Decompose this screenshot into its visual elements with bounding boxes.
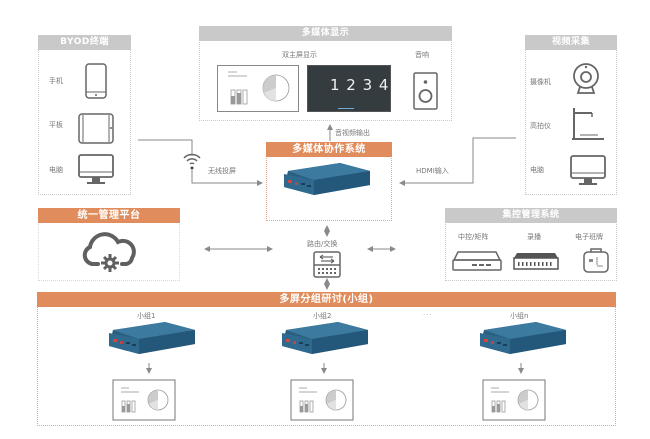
mgmt-title: 统一管理平台 <box>38 208 180 223</box>
display-title: 多媒体显示 <box>199 26 452 41</box>
capture-panel: 视频采集 <box>525 35 617 195</box>
group-1-minipc-icon <box>109 322 195 354</box>
group-1-screen-icon <box>112 379 176 421</box>
core-title: 多媒体协作系统 <box>266 142 392 157</box>
control-item-matrix-label: 中控/矩阵 <box>458 233 489 241</box>
control-panel: 集控管理系统 <box>445 208 617 281</box>
router-label: 路由/交换 <box>307 240 338 248</box>
class-sign-icon <box>583 248 609 273</box>
av-output-arrow <box>327 124 333 141</box>
monitor-icon <box>570 155 606 185</box>
display-panel: 多媒体显示 <box>199 26 452 121</box>
monitor-icon <box>78 154 114 184</box>
speaker-label: 音响 <box>415 51 429 59</box>
byod-item-tablet-label: 平板 <box>49 121 63 129</box>
group-1-label: 小组1 <box>137 312 156 320</box>
group-2-label: 小组2 <box>313 312 332 320</box>
cloud-settings-icon <box>82 232 136 272</box>
control-item-classsign-label: 电子班牌 <box>575 233 603 241</box>
byod-title: BYOD终端 <box>38 35 131 50</box>
groups-panel: 多屏分组研讨(小组) <box>37 292 616 426</box>
capture-item-pc-label: 电脑 <box>530 166 544 174</box>
speaker-icon <box>413 72 438 110</box>
wifi-icon <box>183 153 201 170</box>
group-2-minipc-icon <box>282 322 368 354</box>
group-n-minipc-icon <box>480 322 566 354</box>
matrix-icon <box>452 251 502 271</box>
hdmi-label: HDMI输入 <box>416 167 449 175</box>
webcam-icon <box>573 63 599 94</box>
group-1-arrow <box>146 363 152 374</box>
group-2-screen-icon <box>290 379 354 421</box>
tablet-icon <box>78 113 114 144</box>
group-n-label: 小组n <box>510 312 529 320</box>
groups-ellipsis: ... <box>423 309 433 317</box>
groups-title: 多屏分组研讨(小组) <box>37 292 616 307</box>
dual-screen-label: 双主屏显示 <box>282 51 317 59</box>
screen-icon <box>217 65 299 112</box>
control-title: 集控管理系统 <box>445 208 617 223</box>
wireless-label: 无线投屏 <box>208 167 236 175</box>
capture-item-doccam-label: 高拍仪 <box>530 122 551 130</box>
group-2-arrow <box>321 363 327 374</box>
group-n-screen-icon <box>482 379 546 421</box>
recorder-icon <box>513 253 559 270</box>
router-switch-icon <box>313 251 341 278</box>
mgmt-panel: 统一管理平台 <box>38 208 180 281</box>
byod-item-pc-label: 电脑 <box>49 166 63 174</box>
blackboard-text: 1 2 3 4 <box>330 76 390 94</box>
phone-icon <box>85 63 107 99</box>
document-camera-icon <box>572 108 604 140</box>
av-output-label: 音视频输出 <box>335 129 370 137</box>
blackboard-screen: 1 2 3 4 <box>307 65 391 112</box>
capture-item-camera-label: 摄像机 <box>530 78 551 86</box>
group-n-arrow <box>518 363 524 374</box>
control-item-recorder-label: 录播 <box>527 233 541 241</box>
capture-title: 视频采集 <box>525 35 617 50</box>
byod-item-phone-label: 手机 <box>49 77 63 85</box>
core-panel: 多媒体协作系统 <box>266 142 392 221</box>
byod-panel: BYOD终端 <box>38 35 131 195</box>
